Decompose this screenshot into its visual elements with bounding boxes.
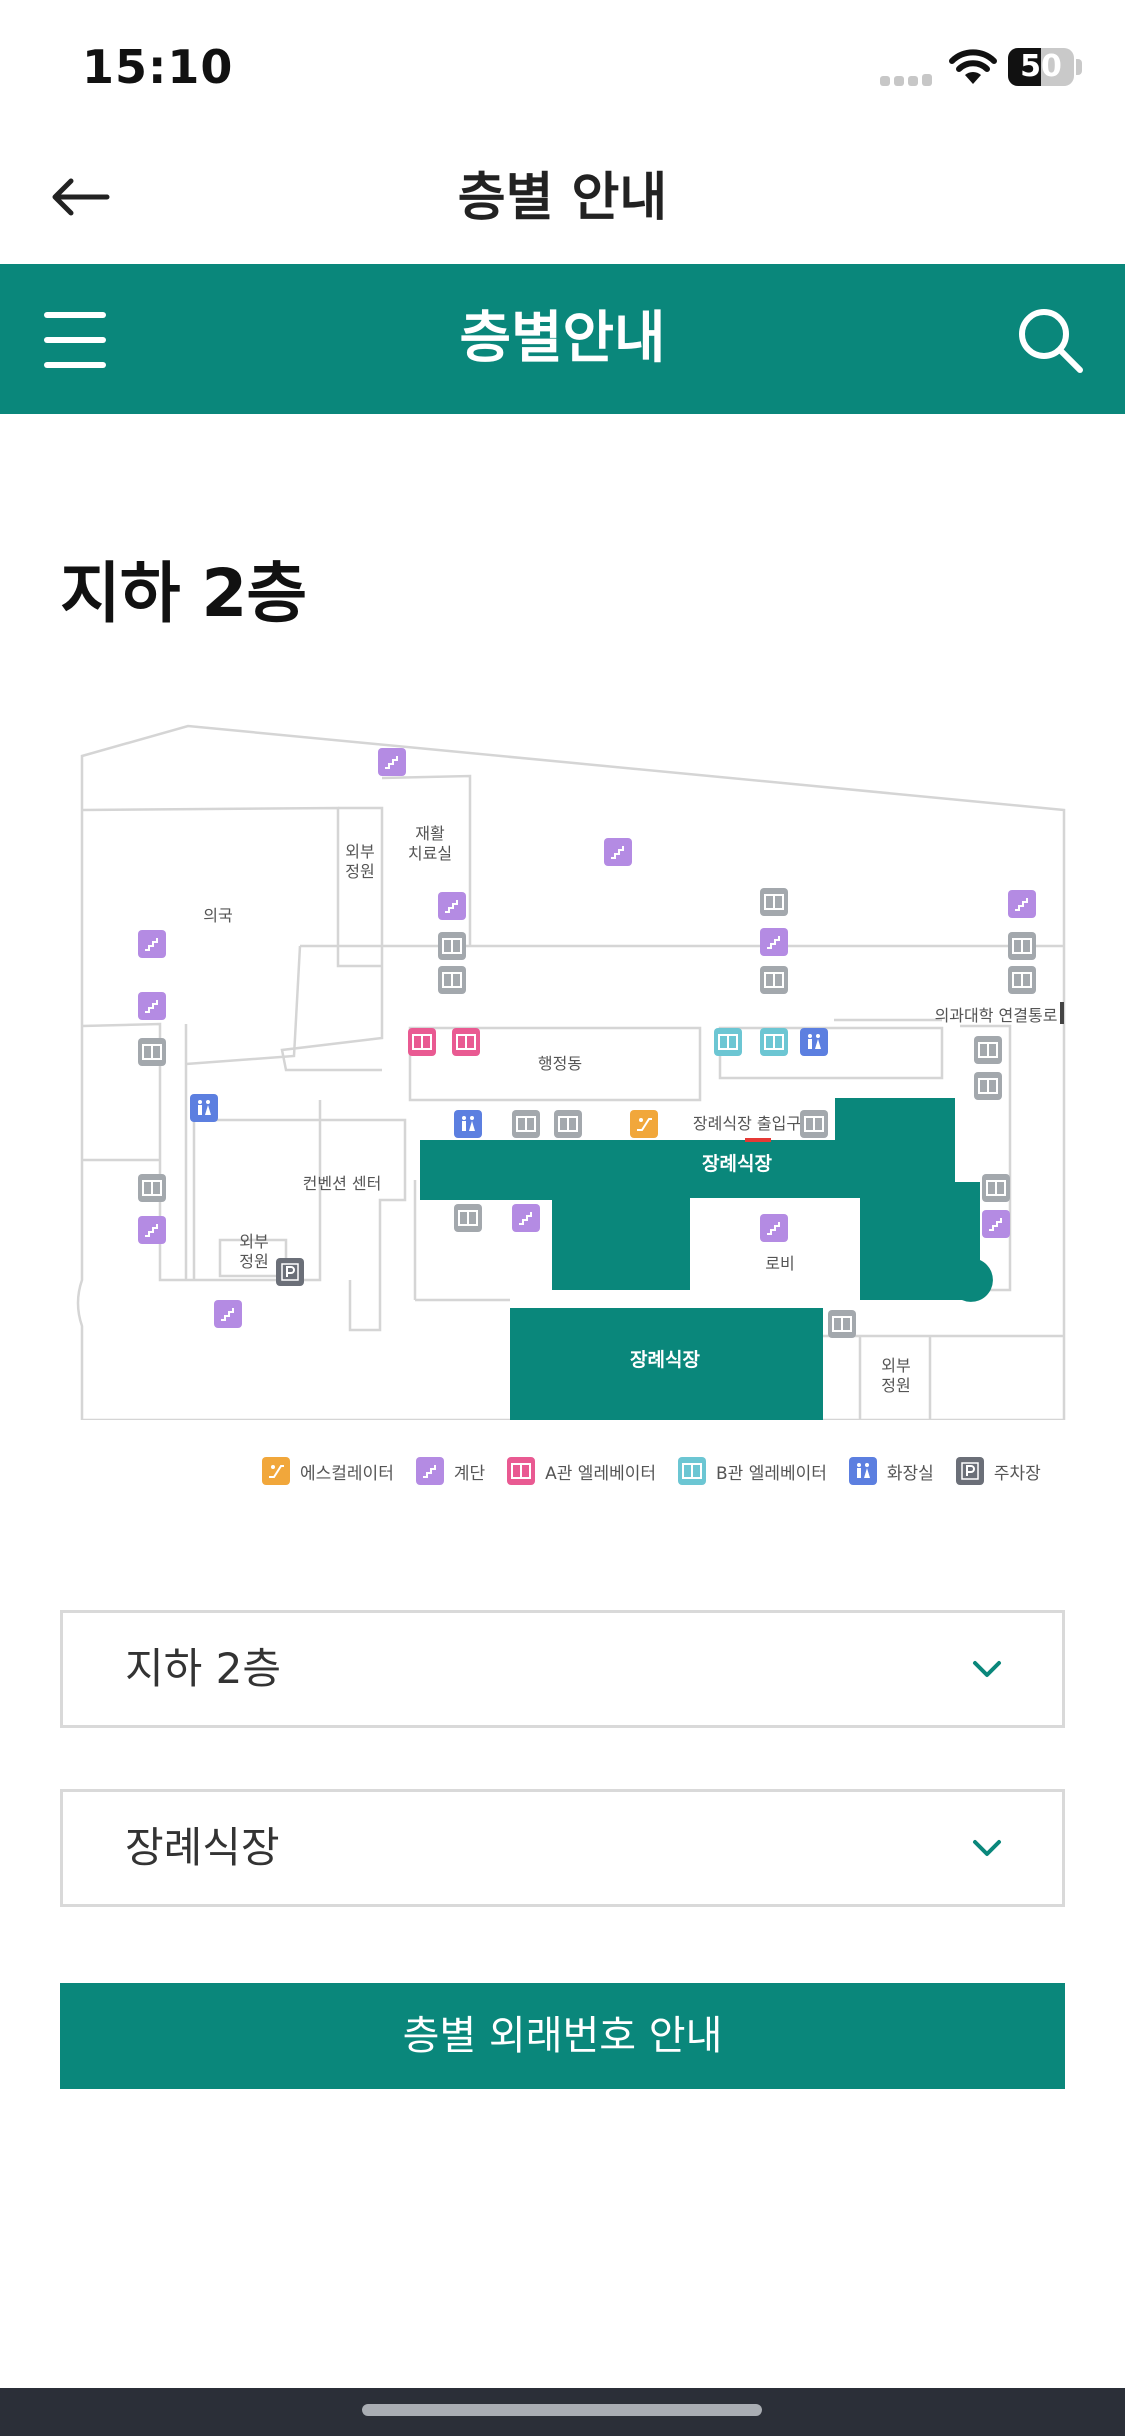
parking-icon[interactable] — [276, 1258, 304, 1286]
elevator-b-icon[interactable] — [512, 1110, 540, 1138]
facility-select[interactable]: 장례식장 — [60, 1789, 1065, 1907]
bottom-bar — [0, 2388, 1125, 2436]
stairs-icon[interactable] — [760, 928, 788, 956]
elevator-b-icon[interactable] — [1008, 932, 1036, 960]
hamburger-menu-icon[interactable] — [38, 304, 112, 376]
back-button[interactable] — [40, 162, 120, 232]
facility-select-value: 장례식장 — [125, 1823, 280, 1872]
elevator-b-icon[interactable] — [800, 1110, 828, 1138]
legend-stairs: 계단 — [415, 1457, 486, 1485]
elevator-b-icon[interactable] — [454, 1204, 482, 1232]
map-label-med-school-passage: 의과대학 연결통로 — [934, 1006, 1058, 1025]
stairs-icon[interactable] — [138, 930, 166, 958]
page-title: 층별 안내 — [457, 168, 668, 228]
home-indicator[interactable] — [362, 2404, 762, 2416]
map-label-outer-garden-3: 외부 정원 — [881, 1356, 911, 1395]
elevator-b-icon[interactable] — [974, 1036, 1002, 1064]
elevator-a-icon[interactable] — [408, 1028, 436, 1056]
stairs-icon[interactable] — [760, 1214, 788, 1242]
nav-header: 층별 안내 — [0, 132, 1125, 264]
funeral-hall-area-upper[interactable] — [420, 1098, 993, 1302]
elevator-b-icon — [678, 1457, 706, 1485]
elevator-b-icon[interactable] — [760, 888, 788, 916]
restroom-icon[interactable] — [454, 1110, 482, 1138]
legend-parking: 주차장 — [955, 1457, 1041, 1485]
battery-tip — [1076, 59, 1082, 75]
legend-label: 계단 — [453, 1463, 486, 1484]
search-icon[interactable] — [1010, 300, 1090, 380]
elevator-b-icon[interactable] — [982, 1174, 1010, 1202]
elevator-b-icon[interactable] — [138, 1174, 166, 1202]
elevator-b-icon[interactable] — [760, 966, 788, 994]
elevator-b-building-icon[interactable] — [714, 1028, 742, 1056]
elevator-a-icon[interactable] — [452, 1028, 480, 1056]
outpatient-number-guide-button[interactable]: 층별 외래번호 안내 — [60, 1983, 1065, 2089]
stairs-icon[interactable] — [604, 838, 632, 866]
restroom-icon[interactable] — [800, 1028, 828, 1056]
stairs-icon[interactable] — [982, 1210, 1010, 1238]
elevator-b-icon[interactable] — [828, 1310, 856, 1338]
stairs-icon[interactable] — [512, 1204, 540, 1232]
floor-map-outline — [76, 724, 1066, 1420]
map-label-pharmacy: 의국 — [203, 906, 233, 925]
site-header-title: 층별안내 — [459, 306, 666, 371]
elevator-b-icon[interactable] — [438, 966, 466, 994]
battery-icon: 50 — [1008, 48, 1074, 86]
elevator-b-icon[interactable] — [1008, 966, 1036, 994]
map-label-convention: 컨벤션 센터 — [302, 1174, 382, 1193]
wifi-icon — [948, 46, 998, 86]
legend-elevator-a: A관 엘레베이터 — [507, 1457, 656, 1485]
map-label-funeral-entrance: 장례식장 출입구 — [692, 1114, 802, 1133]
elevator-b-icon[interactable] — [974, 1072, 1002, 1100]
legend-elevator-b: B관 엘레베이터 — [678, 1457, 827, 1485]
stairs-icon[interactable] — [1008, 890, 1036, 918]
status-bar: 15:10 50 — [0, 0, 1125, 132]
stairs-icon — [415, 1457, 444, 1485]
legend-label: A관 엘레베이터 — [545, 1463, 656, 1484]
legend-label: 화장실 — [886, 1463, 934, 1484]
elevator-b-icon[interactable] — [438, 932, 466, 960]
floor-select[interactable]: 지하 2층 — [60, 1610, 1065, 1728]
legend-label: B관 엘레베이터 — [716, 1463, 827, 1484]
funeral-hall-area-lower[interactable] — [510, 1308, 823, 1420]
map-label-lobby: 로비 — [765, 1254, 795, 1273]
floor-map: 의국 외부 정원 재활 치료실 의과대학 연결통로 행정동 장례식장 출입구 장… — [60, 720, 1070, 1500]
escalator-icon[interactable] — [630, 1110, 658, 1138]
legend-restroom: 화장실 — [848, 1457, 934, 1485]
legend-label: 주차장 — [993, 1463, 1041, 1484]
battery-level: 50 — [1020, 49, 1062, 84]
signal-icon — [880, 74, 934, 86]
floor-select-value: 지하 2층 — [125, 1644, 281, 1693]
elevator-b-icon[interactable] — [138, 1038, 166, 1066]
map-label-funeral-hall-1[interactable]: 장례식장 — [702, 1153, 772, 1175]
escalator-icon — [262, 1457, 290, 1485]
stairs-icon[interactable] — [214, 1300, 242, 1328]
legend-escalator: 에스컬레이터 — [262, 1457, 394, 1485]
restroom-icon[interactable] — [190, 1094, 218, 1122]
stairs-icon[interactable] — [438, 892, 466, 920]
elevator-b-icon[interactable] — [554, 1110, 582, 1138]
floor-title: 지하 2층 — [60, 555, 307, 632]
map-label-rehab: 재활 치료실 — [407, 824, 453, 863]
arrow-left-icon — [52, 178, 110, 216]
chevron-down-icon — [973, 1661, 1001, 1677]
status-time: 15:10 — [82, 40, 234, 94]
parking-icon — [955, 1457, 984, 1485]
chevron-down-icon — [973, 1840, 1001, 1856]
stairs-icon[interactable] — [138, 992, 166, 1020]
map-label-outer-garden-1: 외부 정원 — [345, 842, 375, 881]
map-label-funeral-hall-2[interactable]: 장례식장 — [630, 1349, 700, 1371]
stairs-icon[interactable] — [378, 748, 406, 776]
site-header-bar: 층별안내 — [0, 264, 1125, 414]
restroom-icon — [848, 1457, 877, 1485]
legend-label: 에스컬레이터 — [300, 1463, 394, 1484]
map-label-admin: 행정동 — [537, 1054, 583, 1073]
stairs-icon[interactable] — [138, 1216, 166, 1244]
elevator-b-building-icon[interactable] — [760, 1028, 788, 1056]
map-legend: 에스컬레이터 계단 A관 엘레베이터 B관 엘레베이터 화장실 주차장 — [262, 1456, 1041, 1486]
map-label-outer-garden-2: 외부 정원 — [239, 1232, 269, 1271]
elevator-a-icon — [507, 1457, 536, 1485]
